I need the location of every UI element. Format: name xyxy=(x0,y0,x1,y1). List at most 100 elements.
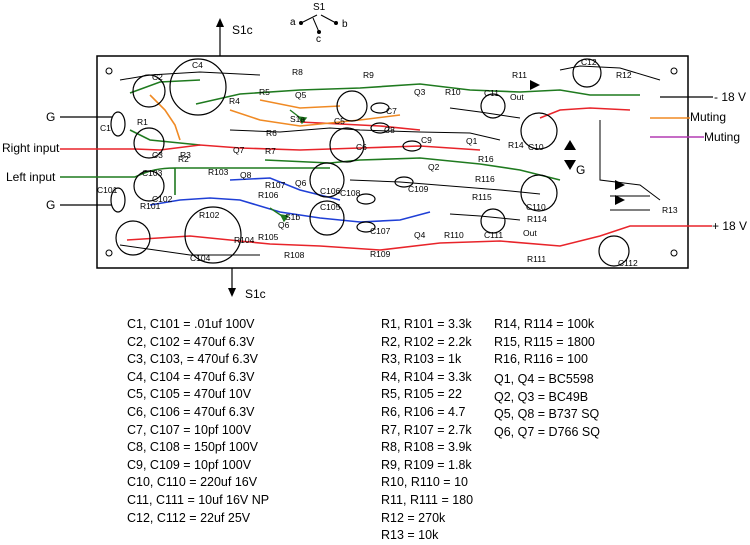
pcb-outline xyxy=(96,55,689,269)
component-designator: C4 xyxy=(192,60,203,70)
parts-list-item: R6, R106 = 4.7 xyxy=(381,404,466,419)
parts-list-item: R14, R114 = 100k xyxy=(494,317,595,331)
switch-b-label: b xyxy=(342,19,348,30)
component-designator: C102 xyxy=(152,194,173,204)
component-designator: S1a xyxy=(290,114,305,124)
component-designator: C111 xyxy=(484,230,503,240)
parts-list-item: C2, C102 = 470uf 6.3V xyxy=(127,334,255,349)
component-designator: C2 xyxy=(152,72,163,82)
component-designator: R116 xyxy=(475,174,495,184)
component-designator: C3 xyxy=(152,150,163,160)
component-designator: R4 xyxy=(229,96,240,106)
parts-list-item: C4, C104 = 470uf 6.3V xyxy=(127,369,255,384)
component-designator: C105 xyxy=(320,202,341,212)
muting2-label: Muting xyxy=(704,130,740,144)
g-top-label: G xyxy=(46,110,55,124)
parts-list-item: C1, C101 = .01uf 100V xyxy=(127,317,255,331)
parts-list-item: R15, R115 = 1800 xyxy=(494,334,595,349)
component-designator: Q8 xyxy=(240,170,252,180)
component-designator: C107 xyxy=(370,226,391,236)
component-designator: R8 xyxy=(292,67,303,77)
g-mid-label: G xyxy=(576,163,585,177)
parts-list-item: C11, C111 = 10uf 16V NP xyxy=(127,492,270,507)
green-traces xyxy=(129,79,640,195)
component-designator: R11 xyxy=(512,70,527,80)
parts-list-item: R8, R108 = 3.9k xyxy=(381,440,472,455)
red-traces xyxy=(126,107,668,251)
parts-list-item: C5, C105 = 470uf 10V xyxy=(127,387,252,402)
parts-list-item: R13 = 10k xyxy=(381,528,439,543)
left-input-label: Left input xyxy=(6,170,56,184)
switch-a-label: a xyxy=(290,17,296,28)
parts-list-item: C10, C110 = 220uf 16V xyxy=(127,475,258,490)
component-designator: C5 xyxy=(334,116,345,126)
parts-list-item: C9, C109 = 10pf 100V xyxy=(127,457,252,472)
parts-list-item: R12 = 270k xyxy=(381,510,446,525)
component-designator: Q7 xyxy=(233,145,245,155)
component-designator: Q3 xyxy=(414,87,426,97)
component-designator: C103 xyxy=(142,168,163,178)
component-designator: C110 xyxy=(526,202,546,212)
small-capacitors xyxy=(110,102,422,233)
component-designator: Out xyxy=(523,228,537,238)
component-designator: R7 xyxy=(265,146,276,156)
component-designator: Q4 xyxy=(414,230,426,240)
component-designator: C6 xyxy=(356,142,367,152)
component-designator: R108 xyxy=(284,250,305,260)
component-designator: C106 xyxy=(320,186,341,196)
component-designator: C109 xyxy=(408,184,429,194)
parts-list-item: R4, R104 = 3.3k xyxy=(381,369,472,384)
circuit-board-diagram: S1 a b c S1c S1c G Right input Left inpu… xyxy=(2,2,747,301)
capacitors xyxy=(115,58,630,267)
s1c-bottom-label: S1c xyxy=(245,287,266,301)
parts-list-item: R7, R107 = 2.7k xyxy=(381,422,472,437)
component-designator: C9 xyxy=(421,135,432,145)
parts-list-item: R9, R109 = 1.8k xyxy=(381,457,472,472)
parts-list-item: Q2, Q3 = BC49B xyxy=(494,389,589,404)
capacitor-list: C1, C101 = .01uf 100V C2, C102 = 470uf 6.… xyxy=(127,316,269,527)
diodes xyxy=(530,80,625,205)
component-designator: R109 xyxy=(370,249,391,259)
parts-list-item: C8, C108 = 150pf 100V xyxy=(127,440,258,455)
parts-list-item: Q6, Q7 = D766 SQ xyxy=(494,424,600,439)
component-designator: C101 xyxy=(97,185,118,195)
component-designator: C7 xyxy=(386,106,397,116)
parts-list-item: Q5, Q8 = B737 SQ xyxy=(494,407,600,422)
parts-list-item: R2, R102 = 2.2k xyxy=(381,334,472,349)
g-bottom-label: G xyxy=(46,198,55,212)
parts-list-item: R5, R105 = 22 xyxy=(381,387,462,402)
component-designator: R114 xyxy=(527,214,547,224)
component-designator: R111 xyxy=(527,254,546,264)
right-connections: - 18 V Muting Muting + 18 V G xyxy=(576,90,747,233)
switch-title: S1 xyxy=(313,2,326,13)
component-designator: R101 xyxy=(140,201,161,211)
orange-traces xyxy=(149,94,401,141)
component-designator: R104 xyxy=(234,235,255,245)
parts-list-item: C3, C103, = 470uf 6.3V xyxy=(127,352,258,367)
component-designator: R10 xyxy=(445,87,461,97)
parts-list-item: R1, R101 = 3.3k xyxy=(381,317,472,331)
component-designator: R6 xyxy=(266,128,277,138)
component-designator: R9 xyxy=(363,70,374,80)
parts-list-item: R16, R116 = 100 xyxy=(494,352,588,367)
component-designator: R110 xyxy=(444,230,464,240)
parts-list-item: R10, R110 = 10 xyxy=(381,475,468,490)
component-designator: R5 xyxy=(259,87,270,97)
component-designator: C10 xyxy=(528,142,544,152)
component-designator: Q1 xyxy=(466,136,478,146)
component-designator: R115 xyxy=(472,192,492,202)
parts-list-item: C6, C106 = 470uf 6.3V xyxy=(127,404,255,419)
right-input-label: Right input xyxy=(2,141,60,155)
component-designator: C11 xyxy=(484,88,499,98)
switch-c-label: c xyxy=(316,34,321,45)
component-designator: Out xyxy=(510,92,524,102)
component-designator: C12 xyxy=(581,57,597,67)
parts-list-item: R3, R103 = 1k xyxy=(381,352,462,367)
component-designator: R2 xyxy=(178,154,189,164)
component-designator: S1b xyxy=(285,212,300,222)
component-designator: R12 xyxy=(616,70,632,80)
